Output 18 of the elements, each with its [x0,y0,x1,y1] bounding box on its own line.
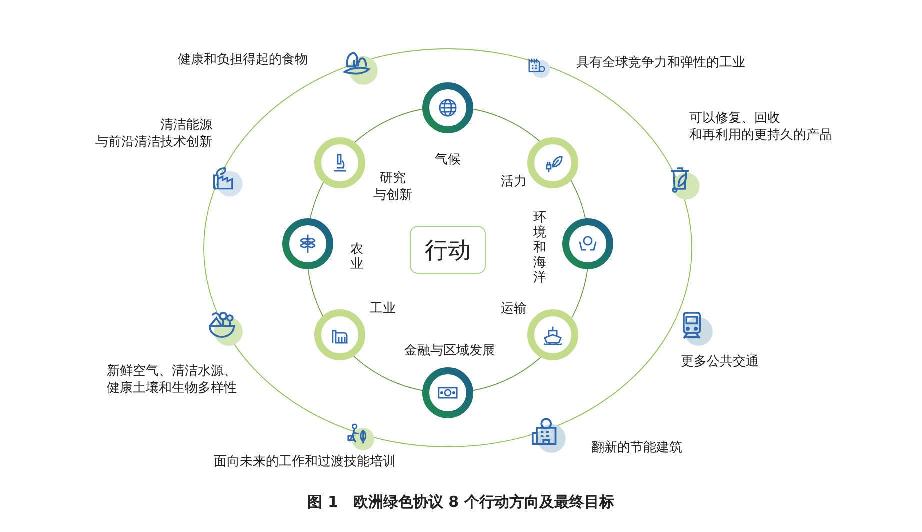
caption: 图 1 欧洲绿色协议 8 个行动方向及最终目标 [306,493,616,512]
item-label: 运输 [501,300,527,318]
item-label: 可以修复、回收和再利用的更持久的产品 [690,110,832,144]
action-box: 行动 [410,226,486,274]
item-label: 新鲜空气、清洁水源、健康土壤和生物多样性 [107,363,237,397]
item-label: 健康和负担得起的食物 [178,52,308,68]
item-label: 研究与创新 [374,170,412,204]
item-label: 活力 [501,174,527,190]
item-label: 面向未来的工作和过渡技能培训 [214,454,396,470]
item-label: 金融与区域发展 [404,342,496,360]
item-label: 环境和海洋 [533,210,547,286]
item-label: 农业 [350,242,364,272]
item-label: 气候 [435,152,461,168]
item-label: 更多公共交通 [681,354,759,370]
item-label: 具有全球竞争力和弹性的工业 [576,54,746,72]
item-label: 清洁能源与前沿清洁技术创新 [96,117,212,151]
item-label: 翻新的节能建筑 [592,440,682,456]
item-label: 工业 [370,300,396,318]
